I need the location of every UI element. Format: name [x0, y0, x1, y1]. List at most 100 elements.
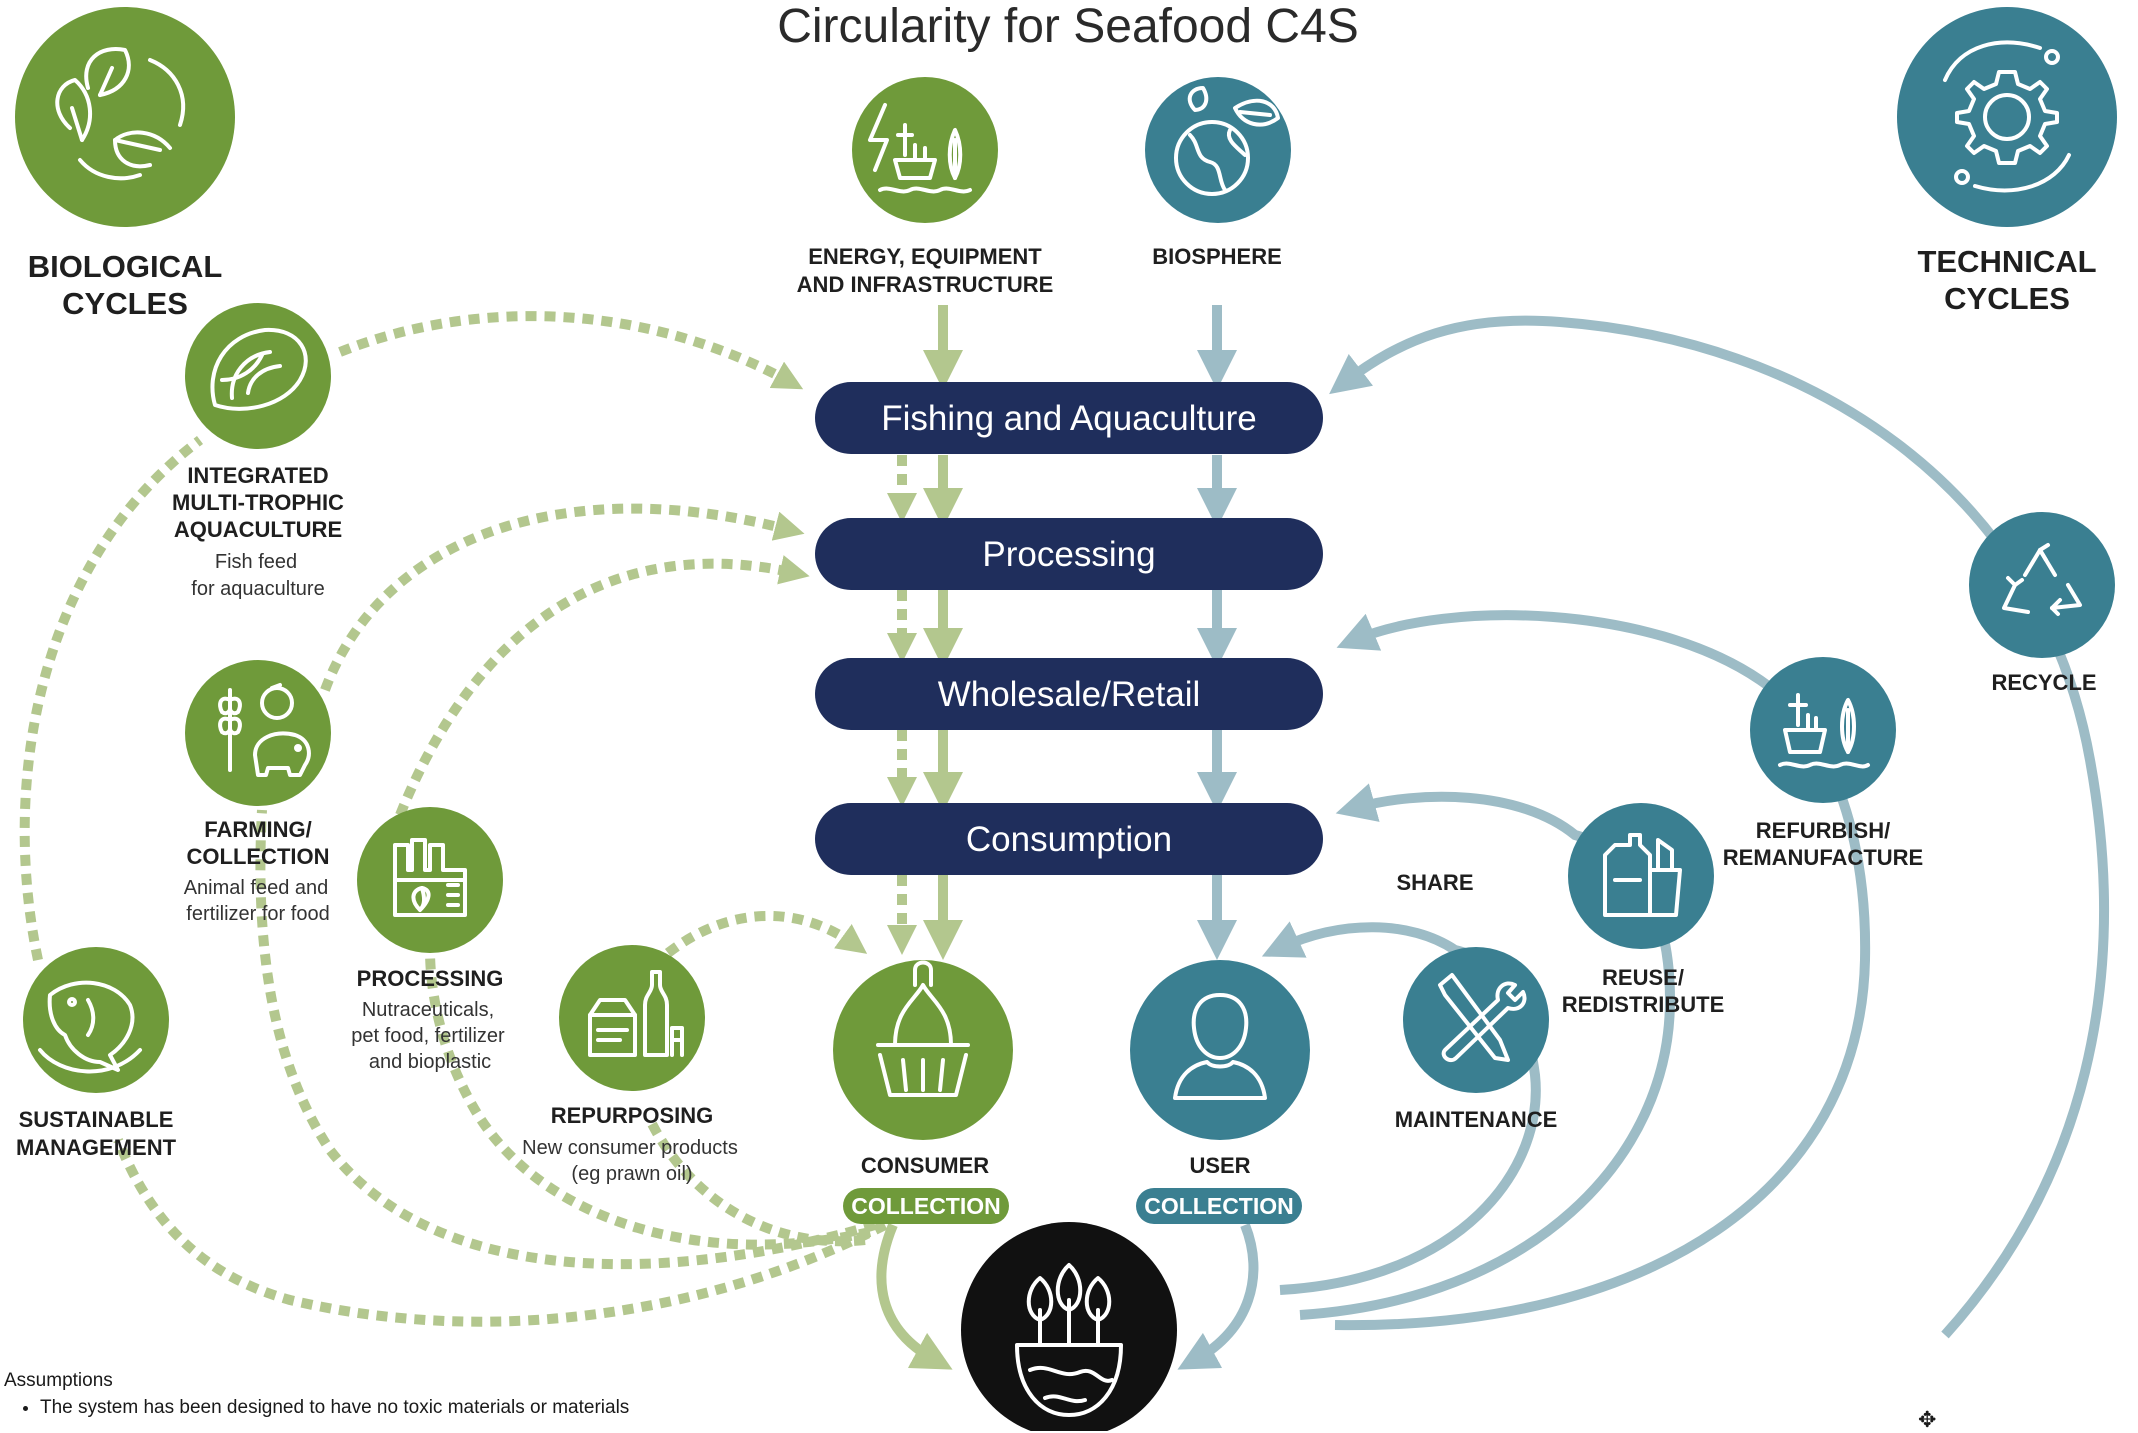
consumer-collection-pill [843, 1188, 1009, 1224]
processing-desc-line2: pet food, fertilizer [351, 1025, 505, 1047]
loop-reuse-to-wholesale [1299, 783, 1676, 1320]
imta-title-line2: MULTI-TROPHIC [172, 490, 344, 515]
assumption-item: The system has been designed to have no … [40, 1397, 904, 1419]
energy-label-line2: AND INFRASTRUCTURE [797, 272, 1054, 297]
farming-desc-line1: Animal feed and [184, 877, 329, 899]
tools-icon [1438, 973, 1527, 1063]
refurbish-label-line2: REMANUFACTURE [1723, 845, 1923, 870]
user-title: USER [1189, 1153, 1250, 1178]
boat-icon [1778, 693, 1870, 769]
technical-label-line1: TECHNICAL [1917, 244, 2096, 279]
user-node: USER COLLECTION [1130, 960, 1310, 1224]
technical-cycles-section: TECHNICAL CYCLES [1897, 7, 2117, 316]
earth-node [961, 1222, 1177, 1431]
repurposing-desc-line1: New consumer products [522, 1137, 738, 1159]
dashed-collection-to-processing-node [425, 949, 872, 1250]
reuse-label-line2: REDISTRIBUTE [1562, 992, 1725, 1017]
factory-icon [393, 838, 467, 917]
loop-refurbish-to-processing [1334, 610, 1871, 1331]
user-collection-pill [1136, 1188, 1302, 1224]
dashed-repurposing-to-consumer [664, 910, 868, 957]
recycle-icon [2002, 543, 2082, 616]
biosphere-label: BIOSPHERE [1152, 244, 1282, 269]
loop-recycle-to-fishing [1329, 315, 2109, 1339]
maintenance-node: MAINTENANCE [1395, 947, 1558, 1132]
diagram-title: Circularity for Seafood C4S [777, 0, 1359, 53]
globe-leaf-icon [1174, 86, 1280, 196]
biosphere-input-node: BIOSPHERE [1145, 77, 1291, 269]
processing-node: PROCESSING Nutraceuticals, pet food, fer… [351, 807, 505, 1073]
repurposing-node: REPURPOSING New consumer products (eg pr… [522, 945, 738, 1185]
dashed-collection-to-repurposing [645, 1117, 866, 1247]
products-icon [588, 970, 684, 1057]
farming-title-line2: COLLECTION [187, 844, 330, 869]
biological-cycles-section: BIOLOGICAL CYCLES [15, 7, 235, 321]
maintenance-label: MAINTENANCE [1395, 1107, 1558, 1132]
sustainable-title-line2: MANAGEMENT [16, 1135, 177, 1160]
consumer-title: CONSUMER [861, 1153, 989, 1178]
recycle-label: RECYCLE [1991, 670, 2096, 695]
user-collection-label: COLLECTION [1144, 1193, 1294, 1219]
imta-node: INTEGRATED MULTI-TROPHIC AQUACULTURE Fis… [172, 303, 344, 600]
imta-title-line1: INTEGRATED [187, 463, 328, 488]
refurbish-label-line1: REFURBISH/ [1756, 818, 1890, 843]
recycle-node: RECYCLE [1969, 512, 2115, 695]
refurbish-node: REFURBISH/ REMANUFACTURE [1723, 657, 1923, 870]
sustainable-node: SUSTAINABLE MANAGEMENT [16, 947, 177, 1160]
processing-node-title: PROCESSING [357, 966, 504, 991]
dashed-farming-to-processing [320, 503, 805, 692]
biological-label-line1: BIOLOGICAL [28, 249, 223, 284]
svg-text:Wholesale/Retail: Wholesale/Retail [938, 675, 1201, 714]
sustainable-title-line1: SUSTAINABLE [19, 1107, 174, 1132]
energy-infrastructure-icon [868, 103, 972, 194]
stage-processing: Processing [815, 518, 1323, 590]
user-icon [1173, 993, 1267, 1100]
gear-icon [1943, 40, 2071, 193]
consumer-collection-label: COLLECTION [851, 1193, 1001, 1219]
assumptions-heading: Assumptions [4, 1370, 113, 1391]
biological-solid-flows [876, 305, 963, 1370]
farming-node: FARMING/ COLLECTION Animal feed and fert… [184, 660, 331, 925]
farming-title-line1: FARMING/ [204, 817, 312, 842]
energy-label-line1: ENERGY, EQUIPMENT [808, 244, 1042, 269]
stage-fishing-and-aquaculture: Fishing and Aquaculture [815, 382, 1323, 454]
svg-text:Consumption: Consumption [966, 820, 1172, 859]
processing-desc-line3: and bioplastic [369, 1051, 491, 1073]
imta-title-line3: AQUACULTURE [174, 517, 342, 542]
dashed-collection-to-sustainable [113, 1138, 888, 1327]
energy-input-node: ENERGY, EQUIPMENT AND INFRASTRUCTURE [797, 77, 1054, 297]
dashed-imta-to-fishing [338, 311, 804, 390]
leaves-cycle-icon [55, 47, 186, 181]
earth-trees-icon [1015, 1263, 1123, 1417]
biological-label-line2: CYCLES [62, 286, 188, 321]
farming-icon [218, 683, 311, 777]
stage-consumption: Consumption [815, 803, 1323, 875]
containers-icon [1603, 833, 1682, 917]
flow-user-to-earth [1177, 1223, 1259, 1370]
reuse-node: REUSE/ REDISTRIBUTE [1562, 803, 1725, 1017]
stage-wholesale-retail: Wholesale/Retail [815, 658, 1323, 730]
dashed-sustainable-to-imta [19, 436, 204, 962]
repurposing-title: REPURPOSING [551, 1103, 714, 1128]
processing-desc-line1: Nutraceuticals, [362, 999, 494, 1021]
corner-mark-icon: ✥ [1918, 1408, 1937, 1433]
svg-text:Fishing and Aquaculture: Fishing and Aquaculture [881, 399, 1257, 438]
farming-desc-line2: fertilizer for food [186, 903, 329, 925]
assumptions-section: Assumptions The system has been designed… [4, 1370, 904, 1419]
repurposing-desc-line2: (eg prawn oil) [571, 1163, 692, 1185]
oyster-icon [210, 327, 308, 411]
biological-dashed-flows [19, 311, 917, 1327]
svg-text:Processing: Processing [982, 535, 1155, 574]
fish-icon [38, 980, 142, 1074]
imta-desc-line2: for aquaculture [191, 578, 324, 600]
dashed-processing-node-to-processing [395, 555, 810, 817]
technical-label-line2: CYCLES [1944, 281, 2070, 316]
reuse-label-line1: REUSE/ [1602, 965, 1684, 990]
flow-consumer-to-earth [876, 1223, 953, 1370]
consumer-node: CONSUMER COLLECTION [833, 960, 1013, 1224]
technical-loops [1177, 305, 2109, 1370]
basket-icon [876, 960, 970, 1097]
share-label: SHARE [1396, 870, 1473, 895]
imta-desc-line1: Fish feed [215, 551, 297, 573]
